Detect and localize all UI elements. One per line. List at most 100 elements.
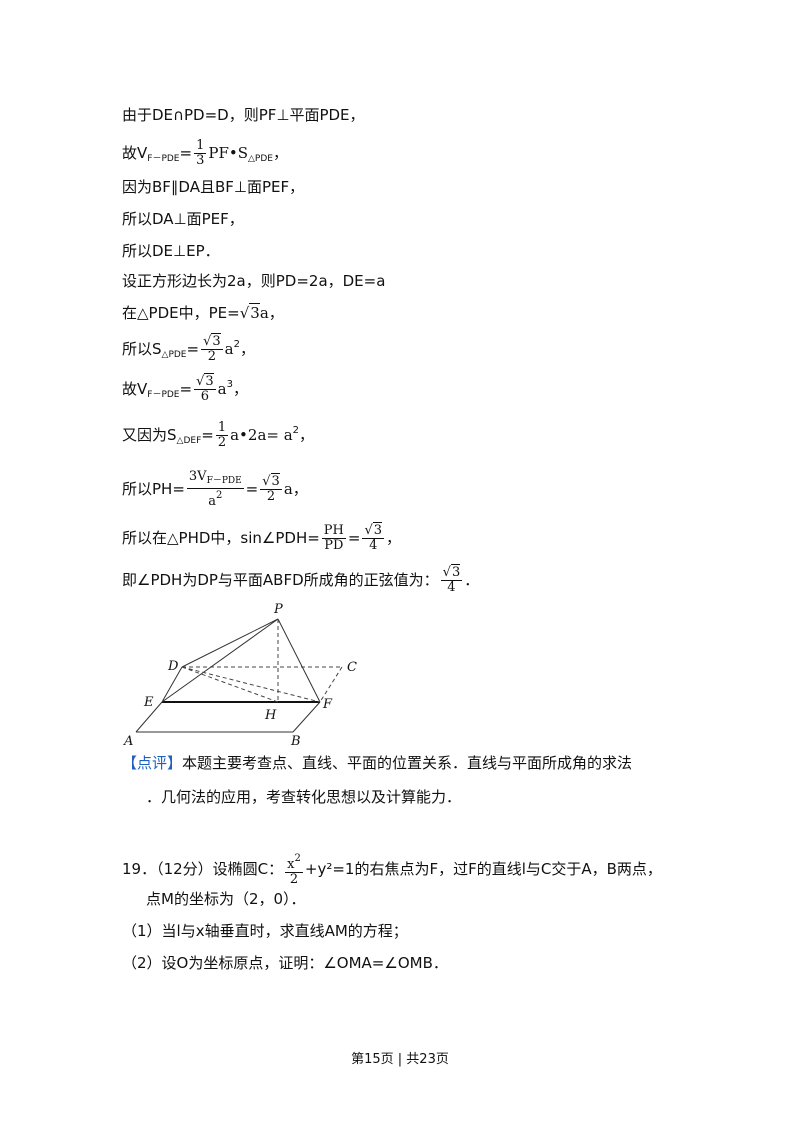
numerator: 1 [194,138,207,154]
comment-text: 本题主要考查点、直线、平面的位置关系．直线与平面所成角的求法 [182,754,633,772]
text: 在△PDE中，PE= [122,304,240,322]
problem-number: 19．（12分）设椭圆C： [122,860,284,878]
text: +y²=1的右焦点为F，过F的直线l与C交于A，B两点， [304,860,662,878]
text: ， [299,426,315,444]
superscript: 3 [226,379,233,390]
text: a•2a= a [230,426,293,444]
label-F: F [322,697,333,712]
edge-PF [277,618,321,703]
text: a [208,494,216,509]
numerator: 3VF－PDE [186,469,244,489]
text: a， [259,304,284,322]
text: 故V [122,380,148,398]
page-footer: 第15页 | 共23页 [351,1052,449,1067]
text: a， [283,480,308,498]
denominator: PD [324,538,344,553]
text: 3V [188,469,207,484]
text: 所以在△PHD中，sin∠PDH= [122,529,320,547]
text: ， [272,144,288,162]
label-D: D [167,659,179,674]
superscript: 2 [215,490,223,501]
numerator: √3 [194,373,216,390]
edge-ED [161,666,183,703]
comment-tag: 【点评】 [122,754,183,772]
text: = [245,480,259,498]
edge-EP [161,618,279,703]
line-DH [181,666,279,703]
numerator: √3 [362,522,385,539]
problem-19-q1: （1）当l与x轴垂直时，求直线AM的方程； [122,922,408,940]
line-5: 所以DE⊥EP． [122,242,220,260]
numerator: √3 [201,333,223,350]
edge-DP [181,618,279,668]
text: 所以PH= [122,480,185,498]
edge-AE [135,701,163,733]
label-B: B [290,734,301,749]
problem-19-q2: （2）设O为坐标原点，证明：∠OMA=∠OMB． [122,954,448,972]
numerator: √3 [260,473,282,490]
radicand: 3 [211,333,221,349]
subscript: △DEF [176,436,202,446]
radicand: 3 [204,373,214,389]
radicand: 3 [450,564,461,580]
text: ， [386,529,402,547]
denominator: 2 [266,489,276,504]
geometry-figure: P D C E H F A B [123,602,357,749]
label-C: C [347,660,357,675]
text: ， [239,340,255,358]
subscript: △PDE [247,154,273,164]
text: 故V [122,144,148,162]
text: a [224,340,234,358]
text: = [186,340,200,358]
numerator: PH [321,523,346,539]
numerator: 1 [215,420,229,436]
edge-BF [292,701,321,733]
label-E: E [143,695,154,710]
radicand: 3 [372,522,383,538]
comment-line-2: ．几何法的应用，考查转化思想以及计算能力． [146,788,462,806]
line-1: 由于DE∩PD=D，则PF⊥平面PDE， [122,106,365,124]
text: PF•S [208,144,248,162]
line-7: 在△PDE中，PE=√3a， [122,303,284,322]
fraction: x2 2 [285,852,303,887]
text: = [347,529,361,547]
text: x [287,857,295,872]
line-3: 因为BF∥DA且BF⊥面PEF， [122,178,305,196]
radicand: 3 [270,473,280,489]
subscript: F－PDE [206,476,242,486]
numerator: √3 [440,564,463,581]
denominator: 4 [369,538,378,553]
superscript: 2 [294,853,301,864]
radicand: 3 [249,303,260,322]
line-6: 设正方形边长为2a，则PD=2a，DE=a [122,272,386,290]
text: 即∠PDH为DP与平面ABFD所成角的正弦值为： [122,571,439,589]
text: = [179,144,193,162]
text: = [201,426,214,444]
text: a [217,380,227,398]
text: 所以S [122,340,162,358]
denominator: a2 [187,489,244,509]
text: = [179,380,193,398]
comment-line-1: 【点评】本题主要考查点、直线、平面的位置关系．直线与平面所成角的求法 [122,752,632,774]
denominator: 4 [447,580,456,595]
text: ． [464,571,480,589]
denominator: 2 [289,872,299,887]
denominator: 3 [196,153,205,168]
